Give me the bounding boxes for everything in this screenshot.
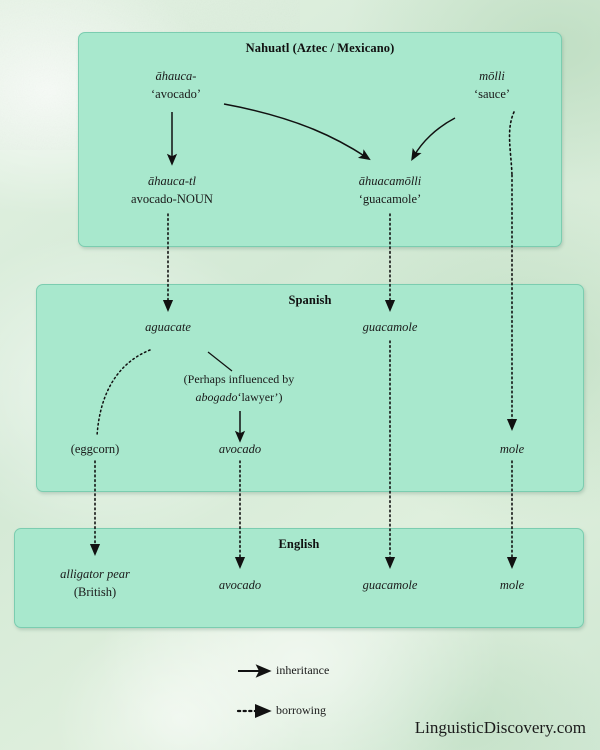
word-ahauca-tl: āhauca-tl avocado-NOUN bbox=[131, 173, 213, 209]
legend-label-borrowing: borrowing bbox=[276, 703, 326, 717]
word-ahauca-root-gloss: ‘avocado’ bbox=[151, 86, 201, 101]
word-mole-english: mole bbox=[499, 578, 525, 592]
language-box-nahuatl-title: Nahuatl (Aztec / Mexicano) bbox=[245, 41, 395, 55]
word-aguacate: aguacate bbox=[145, 320, 191, 334]
language-box-spanish: Spanish bbox=[36, 284, 584, 492]
word-mole-spanish: mole bbox=[499, 442, 525, 456]
word-ahauca-tl-form: āhauca-tl bbox=[148, 174, 196, 188]
word-molli-root: mōlli ‘sauce’ bbox=[474, 68, 510, 104]
site-watermark: LinguisticDiscovery.com bbox=[414, 718, 586, 737]
word-molli-root-form: mōlli bbox=[479, 69, 505, 83]
language-box-english-title: English bbox=[278, 537, 320, 551]
word-ahuacamolli: āhuacamōlli ‘guacamole’ bbox=[359, 173, 422, 209]
word-ahuacamolli-gloss: ‘guacamole’ bbox=[358, 191, 422, 206]
language-box-english: English bbox=[14, 528, 584, 628]
word-ahauca-root: āhauca- ‘avocado’ bbox=[151, 68, 201, 104]
word-eggcorn-label: (eggcorn) bbox=[70, 442, 120, 456]
word-avocado-english: avocado bbox=[218, 578, 262, 592]
word-alligator-pear-note: (British) bbox=[73, 584, 117, 599]
word-guacamole-english: guacamole bbox=[362, 578, 418, 592]
language-box-spanish-title: Spanish bbox=[288, 293, 332, 307]
word-ahauca-tl-gloss: avocado-NOUN bbox=[131, 191, 213, 206]
word-ahauca-root-form: āhauca- bbox=[155, 69, 197, 83]
language-box-nahuatl: Nahuatl (Aztec / Mexicano) bbox=[78, 32, 562, 247]
word-guacamole-spanish: guacamole bbox=[362, 320, 418, 334]
legend-label-inheritance: inheritance bbox=[276, 663, 330, 677]
note-abogado-word: abogado bbox=[195, 390, 238, 404]
word-avocado-spanish: avocado bbox=[218, 442, 262, 456]
note-abogado-influence: (Perhaps influenced by abogado‘lawyer’) bbox=[184, 370, 295, 406]
word-molli-root-gloss: ‘sauce’ bbox=[473, 86, 511, 101]
note-abogado-line1: (Perhaps influenced by bbox=[183, 372, 295, 386]
note-abogado-gloss: ‘lawyer’) bbox=[237, 390, 283, 404]
word-alligator-pear-form: alligator pear bbox=[60, 567, 130, 581]
word-ahuacamolli-form: āhuacamōlli bbox=[358, 174, 422, 188]
word-alligator-pear: alligator pear (British) bbox=[60, 566, 130, 602]
